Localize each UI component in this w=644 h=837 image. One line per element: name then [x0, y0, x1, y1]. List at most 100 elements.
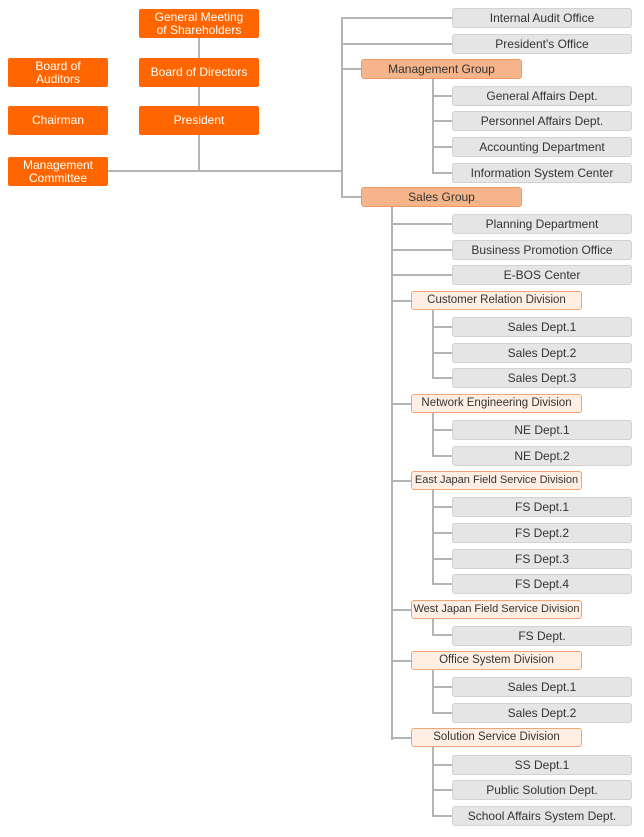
connector-line: [391, 206, 393, 740]
connector-line: [391, 249, 452, 251]
division-label: East Japan Field Service Division: [414, 473, 579, 486]
dept-information-system-center: Information System Center: [452, 163, 632, 183]
dept-ne-2: NE Dept.2: [452, 446, 632, 466]
connector-line: [432, 309, 434, 379]
shareholders-label-line-2: of Shareholders: [156, 22, 242, 37]
dept-ss-1: SS Dept.1: [452, 755, 632, 775]
connector-line: [432, 95, 452, 97]
connector-line: [432, 326, 452, 328]
dept-office-sales-2: Sales Dept.2: [452, 703, 632, 723]
connector-line: [432, 78, 434, 173]
connector-line: [432, 146, 452, 148]
division-east-japan-field-service: East Japan Field Service Division: [411, 471, 582, 490]
chairman-label: Chairman: [31, 113, 85, 128]
connector-line: [391, 403, 411, 405]
dept-label: Accounting Department: [479, 139, 605, 154]
connector-line: [432, 532, 452, 534]
division-west-japan-field-service: West Japan Field Service Division: [411, 600, 582, 619]
connector-line: [432, 815, 452, 817]
dept-label: FS Dept.1: [514, 499, 570, 514]
dept-school-affairs-system: School Affairs System Dept.: [452, 806, 632, 826]
connector-line: [198, 38, 200, 172]
dept-label: NE Dept.2: [514, 448, 570, 463]
connector-line: [108, 170, 342, 172]
connector-line: [432, 746, 434, 817]
division-network-engineering: Network Engineering Division: [411, 394, 582, 413]
dept-fs-2: FS Dept.2: [452, 523, 632, 543]
dept-planning: Planning Department: [452, 214, 632, 234]
division-label: Office System Division: [439, 654, 554, 667]
dept-label: Personnel Affairs Dept.: [480, 113, 604, 128]
connector-line: [341, 18, 343, 198]
dept-label: Sales Dept.1: [507, 679, 577, 694]
dept-public-solution: Public Solution Dept.: [452, 780, 632, 800]
dept-label: E-BOS Center: [503, 267, 581, 282]
division-solution-service: Solution Service Division: [411, 728, 582, 747]
board-of-auditors-label-line-2: Auditors: [35, 71, 81, 86]
dept-accounting: Accounting Department: [452, 137, 632, 157]
general-meeting-of-shareholders-box: General Meeting of Shareholders: [139, 9, 259, 38]
dept-internal-audit-office: Internal Audit Office: [452, 8, 632, 28]
connector-line: [432, 489, 434, 585]
connector-line: [432, 764, 452, 766]
dept-fs: FS Dept.: [452, 626, 632, 646]
dept-office-sales-1: Sales Dept.1: [452, 677, 632, 697]
connector-line: [432, 634, 452, 636]
connector-line: [432, 583, 452, 585]
connector-line: [432, 120, 452, 122]
connector-line: [341, 196, 361, 198]
chairman-box: Chairman: [8, 106, 108, 135]
dept-fs-4: FS Dept.4: [452, 574, 632, 594]
dept-sales-1: Sales Dept.1: [452, 317, 632, 337]
connector-line: [432, 455, 452, 457]
connector-line: [391, 609, 411, 611]
dept-label: FS Dept.: [518, 628, 566, 643]
division-label: Solution Service Division: [433, 731, 560, 744]
board-of-auditors-box: Board of Auditors: [8, 58, 108, 87]
board-of-auditors-label-line-1: Board of: [35, 58, 81, 73]
division-office-system: Office System Division: [411, 651, 582, 670]
dept-label: SS Dept.1: [514, 757, 570, 772]
dept-business-promotion: Business Promotion Office: [452, 240, 632, 260]
dept-label: Sales Dept.2: [507, 345, 577, 360]
dept-fs-1: FS Dept.1: [452, 497, 632, 517]
connector-line: [341, 43, 452, 45]
connector-line: [432, 377, 452, 379]
division-label: Network Engineering Division: [421, 397, 572, 410]
connector-line: [341, 68, 361, 70]
management-group-label: Management Group: [388, 61, 495, 76]
management-group-box: Management Group: [361, 59, 522, 79]
connector-line: [432, 712, 452, 714]
management-committee-label-line-1: Management: [22, 157, 94, 172]
dept-label: School Affairs System Dept.: [467, 808, 617, 823]
sales-group-box: Sales Group: [361, 187, 522, 207]
dept-label: NE Dept.1: [514, 422, 570, 437]
connector-line: [432, 352, 452, 354]
dept-label: FS Dept.4: [514, 576, 570, 591]
connector-line: [432, 558, 452, 560]
dept-label: Sales Dept.1: [507, 319, 577, 334]
connector-line: [432, 686, 452, 688]
connector-line: [391, 660, 411, 662]
dept-label: FS Dept.2: [514, 525, 570, 540]
connector-line: [432, 506, 452, 508]
connector-line: [432, 618, 434, 636]
connector-line: [391, 737, 411, 739]
connector-line: [432, 669, 434, 714]
dept-e-bos-center: E-BOS Center: [452, 265, 632, 285]
president-box: President: [139, 106, 259, 135]
shareholders-label-line-1: General Meeting: [154, 9, 244, 24]
dept-presidents-office: President's Office: [452, 34, 632, 54]
division-label: West Japan Field Service Division: [413, 602, 580, 615]
connector-line: [391, 223, 452, 225]
management-committee-label-line-2: Committee: [28, 170, 87, 185]
division-label: Customer Relation Division: [427, 294, 566, 307]
dept-label: Planning Department: [485, 216, 599, 231]
connector-line: [391, 480, 411, 482]
connector-line: [391, 274, 452, 276]
dept-label: Business Promotion Office: [471, 242, 613, 257]
dept-label: Sales Dept.3: [507, 370, 577, 385]
dept-general-affairs: General Affairs Dept.: [452, 86, 632, 106]
connector-line: [391, 300, 411, 302]
